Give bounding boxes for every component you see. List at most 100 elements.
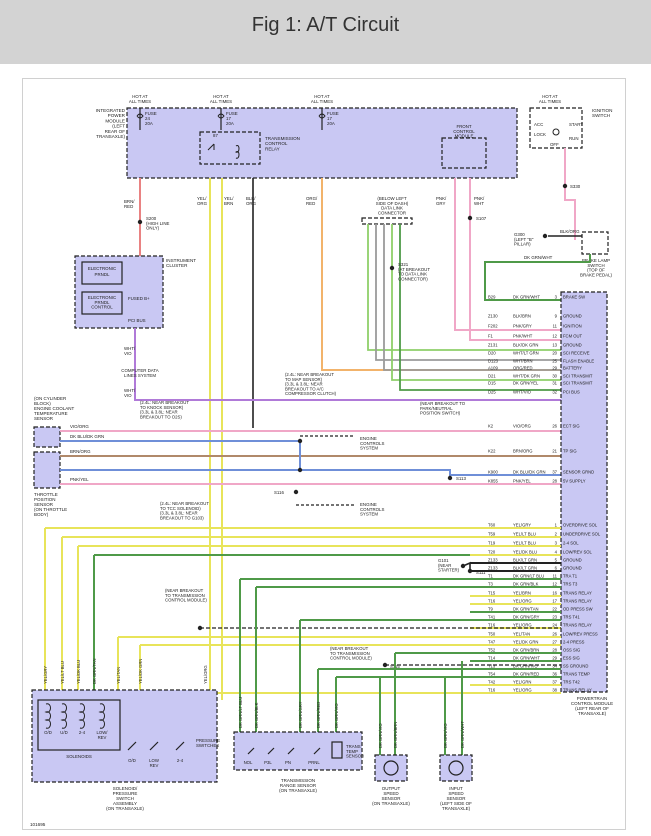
- pcm-cav-18: T20: [488, 550, 496, 555]
- hot-label-2-line-1: ALL TIMES: [311, 99, 333, 104]
- ecs-label-2-line-0: ENGINE: [360, 502, 377, 507]
- ecs-label-1-line-0: ENGINE: [360, 436, 377, 441]
- trans-temp-label-line-1: TEMP: [346, 749, 358, 754]
- pcm-func-24: TRANS RELAY: [563, 599, 592, 604]
- ect-sensor: [33, 426, 61, 448]
- pcm-cav-35: T16: [488, 688, 496, 693]
- trs-contact-2: PN: [285, 760, 291, 765]
- pcm-cav-13: K900: [488, 470, 498, 475]
- pcm-wire-color-19: BLK/LT GRN: [513, 558, 537, 563]
- pcm-func-16: UNDERDRIVE SOL: [563, 532, 601, 537]
- wire-sensor-ground: [299, 441, 575, 476]
- brake-lamp-label-line-1: SWITCH: [587, 263, 604, 268]
- pcm-wire-color-29: YEL/DK GRN: [513, 640, 538, 645]
- iss-coil-icon: [448, 760, 464, 776]
- trans-temp-label-line-2: SENSOR: [346, 754, 364, 759]
- input-speed-sensor: [439, 754, 473, 782]
- ecs-label-2-line-2: SYSTEM: [360, 512, 378, 517]
- oss-title-line-1: SPEED: [383, 791, 399, 796]
- ipm-label-line-1: POWER: [108, 113, 126, 118]
- lbl-org-red-1: ORG/: [306, 196, 318, 201]
- brake-lamp-label-line-3: BRAKE PEDAL): [580, 272, 613, 277]
- pcm-cav-0: B29: [488, 295, 496, 300]
- cdl-label-line-1: LINES SYSTEM: [124, 373, 156, 378]
- solenoids-label: SOLENOIDS: [66, 754, 92, 759]
- solenoid-assy-title-line-0: SOLENOID/: [113, 786, 138, 791]
- note-tcm2-line-2: CONTROL MODULE): [330, 656, 372, 661]
- pcm-func-13: SENSOR GRND: [563, 470, 594, 475]
- lbl-dk-blu-ect: DK BLU/DK GRN: [70, 434, 104, 439]
- pcm-wire-color-22: DK GRN/BLK: [513, 582, 539, 587]
- pcm-pin-11: 26: [552, 424, 557, 429]
- pcm-func-34: TRS T42: [563, 680, 580, 685]
- coolant-sensor-label-line-3: TEMPERATURE: [34, 411, 68, 416]
- pcm-wire-color-33: DK GRN/RED: [513, 672, 539, 677]
- note-tcm2-line-1: TO TRANSMISSION: [330, 651, 370, 656]
- front-control-module: [441, 137, 487, 169]
- relay-label-line-1: CONTROL: [265, 141, 288, 146]
- lbl-pnk-wht-2: WHT: [474, 201, 484, 206]
- pcm-pin-29: 27: [552, 640, 557, 645]
- pcm-cav-27: T16: [488, 623, 496, 628]
- oss-title-line-2: SENSOR: [381, 796, 401, 801]
- fcm-label-line-1: CONTROL: [453, 129, 475, 134]
- pcm-cav-30: T52: [488, 648, 496, 653]
- pressure-switch-icon-1: [149, 741, 159, 751]
- pressure-switches-label-line-0: PRESSURE: [196, 738, 220, 743]
- trs-contact-icon-1: [267, 747, 275, 755]
- pcm-wire-color-25: DK GRN/TAN: [513, 607, 539, 612]
- pcm-pin-7: 29: [552, 366, 557, 371]
- pcm-wire-color-5: WHT/LT GRN: [513, 351, 539, 356]
- pcm-cav-7: A109: [488, 366, 498, 371]
- fuse-amp-1: 20A: [226, 121, 234, 126]
- pcm-cav-23: T15: [488, 591, 496, 596]
- pcm-wire-color-27: YEL/ORG: [513, 623, 532, 628]
- pcm-pin-20: 6: [555, 566, 558, 571]
- pcm-pin-24: 17: [552, 599, 557, 604]
- splice-s321-label-line-3: CONNECTOR): [398, 276, 428, 281]
- lbl-sol-wire-0: YEL/GRY: [43, 666, 48, 684]
- tps-label-line-1: POSITION: [34, 497, 56, 502]
- lbl-trs-wire-3: DK GRN/RED: [316, 702, 321, 728]
- trs-contact-1: P3L: [264, 760, 272, 765]
- splice-s116: [293, 489, 299, 495]
- pcm-func-2: IGNITION: [563, 324, 582, 329]
- lbl-blk-org-g300: BLK/ORG: [560, 229, 580, 234]
- solenoid-group: [37, 699, 121, 751]
- pcm-wire-color-34: YEL/GRN: [513, 680, 531, 685]
- pcm-wire-color-0: DK GRN/WHT: [513, 295, 540, 300]
- fuse-num-2: 17: [327, 116, 332, 121]
- pcm-wire-color-2: PNK/GRY: [513, 324, 532, 329]
- pcm-func-28: LOW/REV PRESS: [563, 632, 598, 637]
- pcm-func-5: SCI RECEIVE: [563, 351, 590, 356]
- fuse-icon-1: [217, 113, 225, 119]
- g101-label-line-2: STARTER): [438, 568, 460, 573]
- note-knock-line-0: (2.4L: NEAR BREAKOUT: [140, 400, 189, 405]
- pcm-func-8: SCI TRANSMIT: [563, 374, 593, 379]
- g300-label-line-0: G300: [514, 232, 525, 237]
- pcm-cav-8: D21: [488, 374, 496, 379]
- electronic-prndl-control: [81, 291, 123, 315]
- dlc-label-line-0: (BELOW LEFT: [377, 196, 407, 201]
- trans-temp-label-line-0: TRANS: [346, 744, 361, 749]
- pcm-func-0: BRAKE SW: [563, 295, 585, 300]
- coolant-sensor-label-line-1: BLOCK): [34, 401, 51, 406]
- splice-s321-label-line-0: S321: [398, 262, 409, 267]
- prndl-ctrl-label-line-2: CONTROL: [91, 305, 113, 310]
- coolant-sensor-label-line-0: (ON CYLINDER: [34, 396, 67, 401]
- hot-label-0-line-1: ALL TIMES: [129, 99, 151, 104]
- pcm-pin-8: 30: [552, 374, 557, 379]
- pcm-wire-color-10: WHT/VIO: [513, 390, 532, 395]
- pcm-wire-color-14: PNK/YEL: [513, 479, 531, 484]
- iss-title-line-0: INPUT: [449, 786, 463, 791]
- lbl-trs-wire-1: DK GRN/BLK: [254, 702, 259, 728]
- pcm-pin-15: 1: [555, 523, 558, 528]
- pcm-wire-color-8: WHT/DK GRN: [513, 374, 540, 379]
- pcm-label-line-3: TRANSAXLE): [578, 711, 607, 716]
- pcm-cav-31: T14: [488, 656, 496, 661]
- pcm-cav-5: D20: [488, 351, 496, 356]
- trs-contact-0: NOL: [244, 760, 253, 765]
- note-map-line-3: BREAKOUT TO A/C: [285, 386, 324, 391]
- trs-title-line-2: (ON TRANSAXLE): [279, 788, 317, 793]
